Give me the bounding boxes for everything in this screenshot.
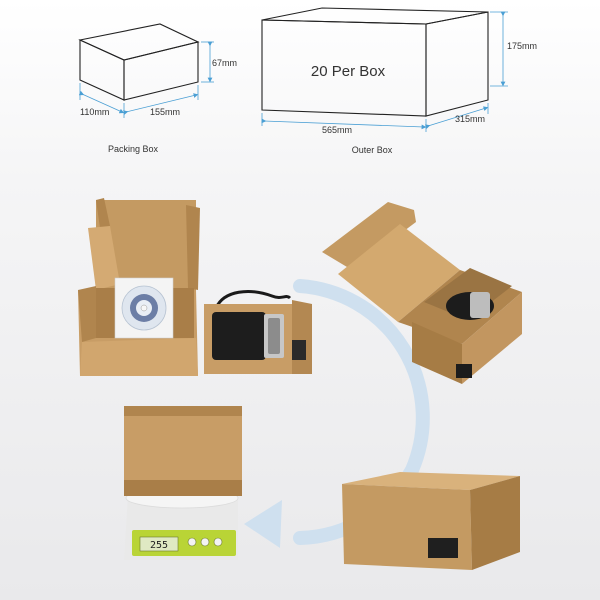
process-arrow-head: [244, 500, 282, 548]
outer-height-dimension: [490, 11, 508, 87]
scale-button-2: [200, 537, 210, 547]
outer-box-face-text: 20 Per Box: [311, 63, 386, 80]
packing-depth-label: 110mm: [80, 107, 109, 117]
outer-width-label: 565mm: [322, 125, 352, 135]
packing-height-label: 67mm: [212, 58, 237, 68]
box-label-sticker: [456, 364, 472, 378]
cable: [214, 290, 292, 309]
scale-button-1: [187, 537, 197, 547]
packing-width-dimension: [123, 85, 199, 115]
outer-box-diagram: 20 Per Box 175mm 565mm 315mm Outer Box: [261, 7, 537, 155]
packing-height-dimension: [201, 41, 214, 83]
scale-with-box-photo: 255: [124, 406, 242, 560]
open-box-right-photo: [322, 202, 522, 384]
scale-display: [139, 536, 179, 552]
outer-depth-dimension: [424, 103, 489, 130]
packing-width-label: 155mm: [150, 107, 180, 117]
scale-readout: 255: [150, 540, 168, 551]
device-body: [212, 312, 266, 360]
closed-box-photo: [342, 472, 520, 570]
box-with-device-photo: [204, 290, 312, 374]
outer-box-caption: Outer Box: [352, 145, 393, 155]
outer-height-label: 175mm: [507, 41, 537, 51]
product-label-sticker: [428, 538, 458, 558]
packing-box-caption: Packing Box: [108, 144, 159, 154]
open-box-with-cd-photo: [78, 198, 200, 376]
scale-button-3: [213, 537, 223, 547]
outer-depth-label: 315mm: [455, 114, 485, 124]
packing-box-diagram: 67mm 110mm 155mm Packing Box: [78, 23, 237, 154]
